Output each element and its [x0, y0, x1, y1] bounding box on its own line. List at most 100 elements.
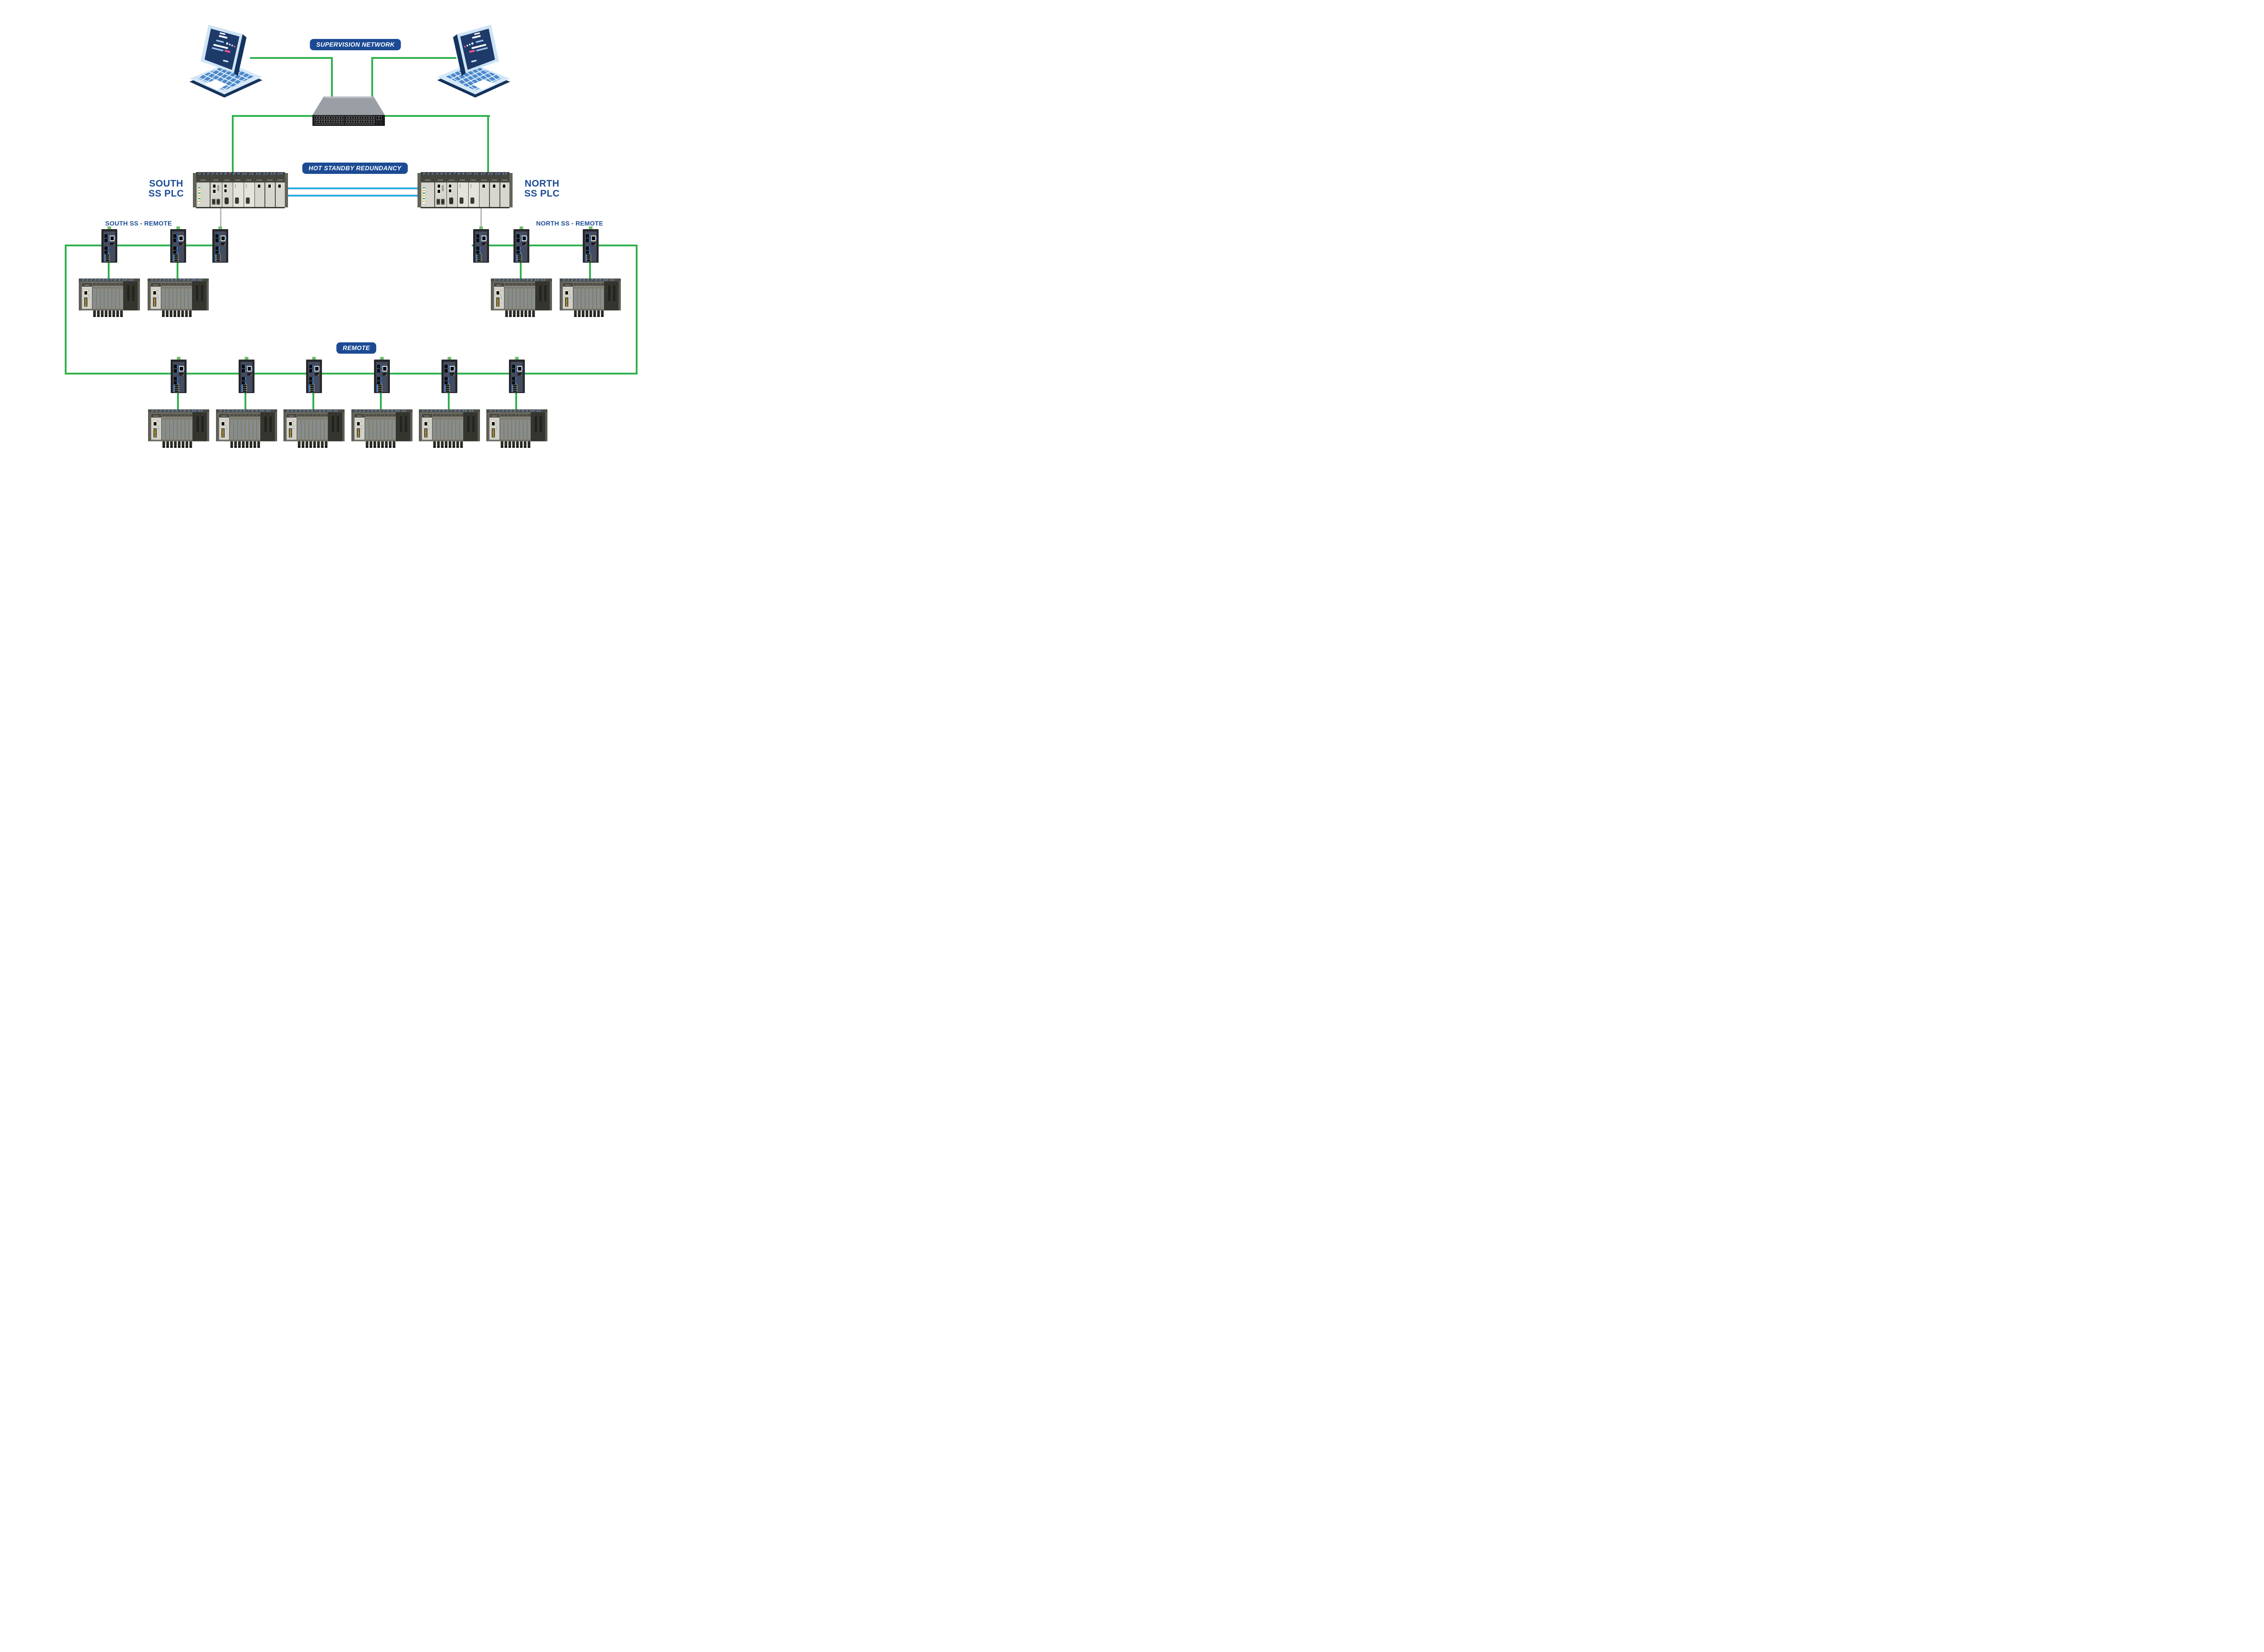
port-block-2 [345, 116, 375, 125]
io-modules [93, 283, 123, 317]
rack-flange-right [545, 412, 547, 442]
svg-text:NX8000: NX8000 [200, 179, 206, 181]
link-south-plc-drop [232, 115, 234, 174]
io-rack-illustration: 0 1 2 3 4 5 6 7 8 9 10 11 NX5213 NET 1 [486, 409, 547, 448]
coupler-port-label: NET 1 [158, 426, 159, 430]
slot-numbers: 0 1 2 3 4 5 6 7 8 9 10 11 [151, 279, 202, 282]
svg-text:NX4010: NX4010 [224, 179, 230, 181]
module-labels: NX8000 NX3030 NX4010 NX5001 NX5001 NX500… [200, 179, 283, 181]
ethernet-module-3 [500, 182, 509, 207]
io-modules [505, 283, 535, 317]
io-rack-remote-2: 0 1 2 3 4 5 6 7 8 9 10 11 NX5213 NET 1 [216, 409, 277, 451]
south-plc-label-line2: SS PLC [148, 188, 184, 199]
rack-flange-left [148, 412, 150, 442]
coupler-port-label: NET 1 [293, 426, 295, 430]
profibus-module-1 [458, 182, 468, 207]
bus-connector [540, 416, 542, 432]
bus-connector [608, 285, 610, 301]
laptop-screen [460, 29, 495, 70]
laptop-screen-edge [453, 34, 466, 77]
plc-rack-illustration: 0 1 2 3 4 5 6 7 8 9 10 11 12 13 14 15 NX… [193, 172, 288, 208]
empty-slots-bay [535, 281, 550, 311]
bus-coupler-module: NX5213 NET 1 [151, 414, 161, 440]
io-modules [433, 414, 463, 448]
bus-coupler-module: NX5213 NET 1 [494, 283, 504, 309]
switch-north-remote-2 [513, 226, 529, 265]
slot-numbers: 0 1 2 3 4 5 6 7 8 9 10 11 [494, 279, 546, 282]
laptop-illustration [189, 24, 263, 98]
hot-standby-link-2 [286, 195, 418, 197]
din-rail-tab [479, 226, 483, 229]
drop-remote-switch-2 [245, 392, 246, 411]
rack-rail [351, 409, 413, 413]
slot-numbers: 0 1 2 3 4 5 6 7 8 9 10 11 [563, 279, 614, 282]
rj45-ports [585, 254, 591, 262]
svg-text:NX5000: NX5000 [257, 179, 263, 181]
fiber-ports [215, 234, 220, 255]
drop-remote-switch-5 [448, 392, 450, 411]
ring-right-v [636, 245, 638, 375]
uplink-rj45-port [247, 366, 253, 375]
rack-base [196, 207, 285, 208]
link-core-switch-left-h [232, 115, 316, 117]
svg-text:NX5000: NX5000 [277, 179, 283, 181]
bus-connector [472, 416, 475, 432]
coupler-model-label: NX5213 [84, 284, 90, 286]
io-modules [162, 283, 192, 317]
laptop-illustration [437, 24, 510, 98]
south-plc-gray-drop [220, 207, 221, 231]
io-rack-illustration: 0 1 2 3 4 5 6 7 8 9 10 11 NX5213 NET 1 [283, 409, 345, 448]
south-plc-label-line1: SOUTH [149, 178, 183, 189]
ethernet-module-3 [276, 182, 285, 207]
uplink-ports [376, 116, 382, 125]
io-rack-south-2: 0 1 2 3 4 5 6 7 8 9 10 11 NX5213 NET 1 [148, 279, 209, 320]
slot-numbers: 0 1 2 3 4 5 6 7 8 9 10 11 [422, 410, 474, 413]
rack-flange-left [216, 412, 218, 442]
io-rack-remote-4: 0 1 2 3 4 5 6 7 8 9 10 11 NX5213 NET 1 [351, 409, 413, 451]
south-plc-label: SOUTH SS PLC [148, 178, 184, 199]
north-plc-label-line1: NORTH [524, 178, 560, 189]
io-rack-north-1: 0 1 2 3 4 5 6 7 8 9 10 11 NX5213 NET 1 [491, 279, 552, 320]
laptop-supervision-left [185, 20, 264, 101]
control-module [222, 182, 233, 207]
cpu-module [211, 182, 222, 207]
io-rack-remote-1: 0 1 2 3 4 5 6 7 8 9 10 11 NX5213 NET 1 [148, 409, 209, 451]
drop-north-switch-2 [520, 262, 522, 280]
uplink-rj45-port [382, 366, 388, 375]
industrial-switch-illustration [101, 226, 117, 263]
bus-connector [467, 416, 470, 432]
switch-south-remote-1 [101, 226, 117, 265]
drop-south-switch-2 [177, 262, 178, 280]
bus-connector [539, 285, 542, 301]
rack-rail [491, 279, 552, 282]
coupler-port-label: NET 1 [157, 295, 159, 299]
uplink-rj45-port [314, 366, 320, 375]
svg-text:NX5001: NX5001 [235, 179, 241, 181]
rack-rail [216, 409, 277, 413]
svg-text:NX5000: NX5000 [492, 179, 498, 181]
coupler-model-label: NX5213 [492, 415, 497, 417]
cpu-module [435, 182, 446, 207]
south-remote-label: SOUTH SS - REMOTE [105, 220, 172, 227]
io-rack-remote-5: 0 1 2 3 4 5 6 7 8 9 10 11 NX5213 NET 1 [419, 409, 480, 451]
rack-flange-right [138, 281, 140, 311]
switch-remote-5 [441, 357, 457, 395]
rack-rail [421, 172, 509, 175]
drop-remote-switch-3 [312, 392, 314, 411]
slot-numbers: 0 1 2 3 4 5 6 7 8 9 10 11 [287, 410, 338, 413]
uplink-rj45-port [179, 366, 185, 375]
fiber-ports [512, 364, 517, 385]
industrial-switch-illustration [239, 357, 254, 393]
io-rack-illustration: 0 1 2 3 4 5 6 7 8 9 10 11 NX5213 NET 1 [351, 409, 413, 448]
rack-flange-right [478, 412, 480, 442]
din-rail-tab [177, 357, 181, 360]
io-rack-illustration: 0 1 2 3 4 5 6 7 8 9 10 11 NX5213 NET 1 [79, 279, 140, 317]
laptop-trackpad [204, 79, 228, 90]
io-modules [297, 414, 328, 448]
io-rack-illustration: 0 1 2 3 4 5 6 7 8 9 10 11 NX5213 NET 1 [148, 409, 209, 448]
industrial-switch-illustration [170, 226, 186, 263]
coupler-port-label: NET 1 [361, 426, 363, 430]
supervision-core-switch [312, 96, 385, 129]
slot-numbers: 0 1 2 3 4 5 6 7 8 9 10 11 [489, 410, 541, 413]
din-rail-tab [519, 226, 523, 229]
